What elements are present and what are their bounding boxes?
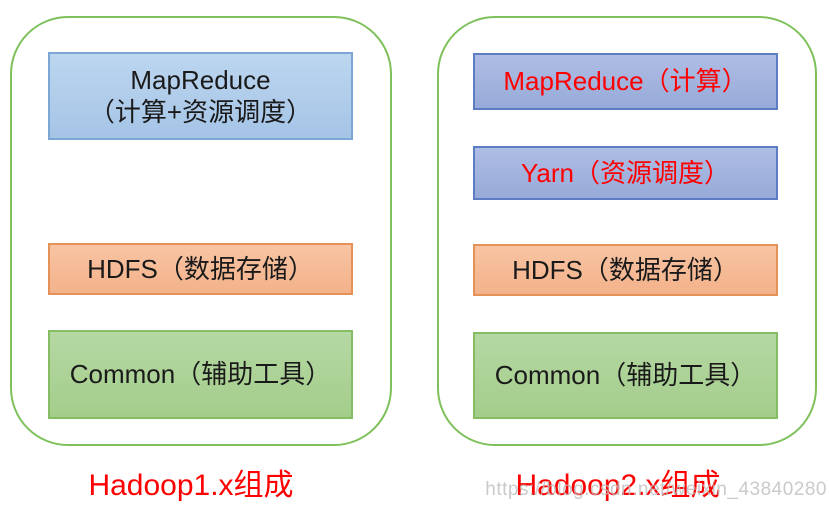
box-yarn-2x: Yarn（资源调度）	[473, 146, 778, 200]
caption-hadoop1x: Hadoop1.x组成	[88, 469, 294, 502]
hadoop2x-container: MapReduce（计算） Yarn（资源调度） HDFS（数据存储） Comm…	[437, 16, 817, 446]
box-mapreduce-2x: MapReduce（计算）	[473, 53, 778, 110]
csdn-watermark: https://blog.csdn.net/weixin_43840280	[485, 479, 827, 500]
box-mapreduce-2x-label: MapReduce（计算）	[503, 66, 748, 97]
box-hdfs-2x-label: HDFS（数据存储）	[512, 254, 739, 285]
box-common-1x: Common（辅助工具）	[48, 330, 353, 419]
hadoop1x-container: MapReduce （计算+资源调度） HDFS（数据存储） Common（辅助…	[10, 16, 392, 446]
box-mapreduce-1x-label: MapReduce （计算+资源调度）	[88, 64, 313, 128]
box-mapreduce-1x: MapReduce （计算+资源调度）	[48, 52, 353, 140]
box-common-2x-label: Common（辅助工具）	[494, 360, 757, 391]
box-common-2x: Common（辅助工具）	[473, 332, 778, 419]
box-hdfs-1x: HDFS（数据存储）	[48, 243, 353, 295]
box-hdfs-1x-label: HDFS（数据存储）	[87, 253, 314, 284]
caption-hadoop2x: Hadoop2.x组成	[515, 469, 721, 502]
box-common-1x-label: Common（辅助工具）	[69, 359, 332, 390]
box-hdfs-2x: HDFS（数据存储）	[473, 244, 778, 296]
box-yarn-2x-label: Yarn（资源调度）	[521, 157, 730, 188]
